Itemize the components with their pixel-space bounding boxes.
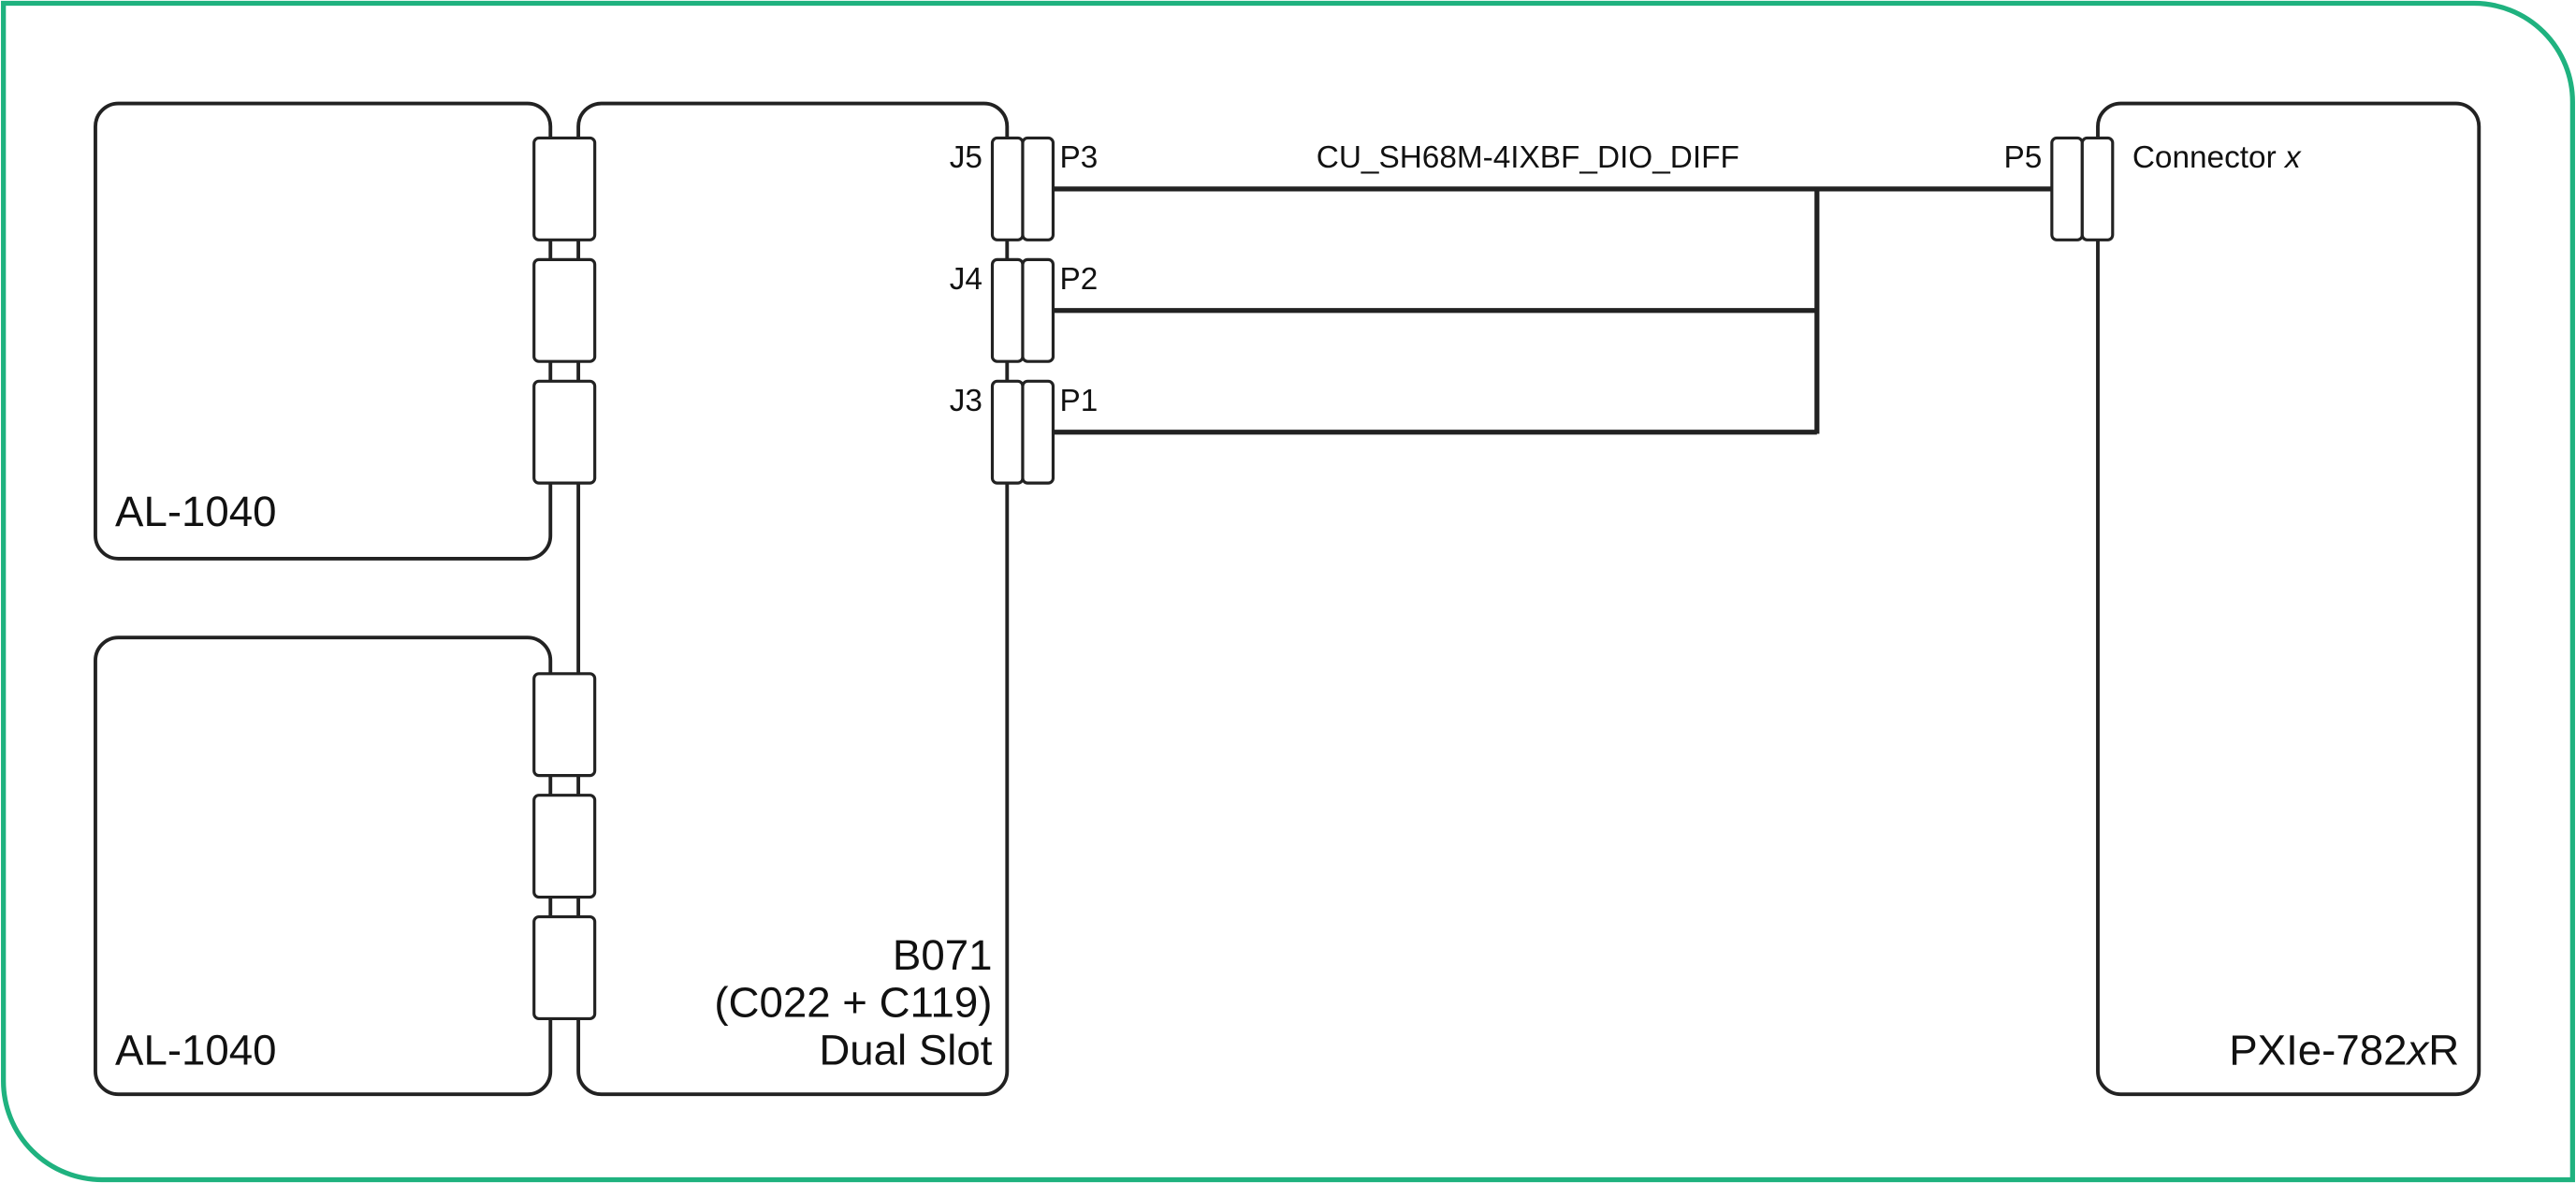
b071-sub-label: (C022 + C119)	[714, 979, 992, 1027]
b071-module: B071 (C022 + C119) Dual Slot	[576, 101, 1010, 1097]
connector-x-label: Connector x	[2132, 140, 2302, 175]
backplane-connector	[532, 257, 597, 363]
pxie-782xr-module: PXIe-782xR Connector x	[2096, 101, 2481, 1097]
backplane-connector	[532, 794, 597, 899]
j4-label: J4	[950, 262, 982, 297]
backplane-connectors	[532, 136, 597, 1021]
cable-label: CU_SH68M-4IXBF_DIO_DIFF	[1317, 140, 1739, 175]
connector-p5: P5	[2004, 136, 2115, 241]
al-1040-top-module: AL-1040	[94, 101, 553, 561]
p2-label: P2	[1059, 262, 1098, 297]
connector-j5-p3: J5 P3	[950, 136, 1098, 241]
j3-label: J3	[950, 384, 982, 418]
p3-label: P3	[1059, 140, 1098, 175]
cable-cu-sh68m: CU_SH68M-4IXBF_DIO_DIFF	[1053, 140, 2054, 435]
p5-label: P5	[2004, 140, 2043, 175]
al-1040-bottom-module: AL-1040	[94, 635, 553, 1097]
backplane-connector	[532, 915, 597, 1021]
al-1040-bottom-label: AL-1040	[115, 1027, 277, 1074]
backplane-connector	[532, 136, 597, 241]
pxie-label: PXIe-782xR	[2229, 1027, 2459, 1074]
al-1040-top-label: AL-1040	[115, 488, 277, 535]
connector-j4-p2: J4 P2	[950, 257, 1098, 363]
b071-slot-label: Dual Slot	[819, 1027, 992, 1074]
b071-label: B071	[893, 931, 993, 979]
backplane-connector	[532, 379, 597, 485]
connector-j3-p1: J3 P1	[950, 379, 1098, 485]
j5-label: J5	[950, 140, 982, 175]
backplane-connector	[532, 672, 597, 778]
p1-label: P1	[1059, 384, 1098, 418]
